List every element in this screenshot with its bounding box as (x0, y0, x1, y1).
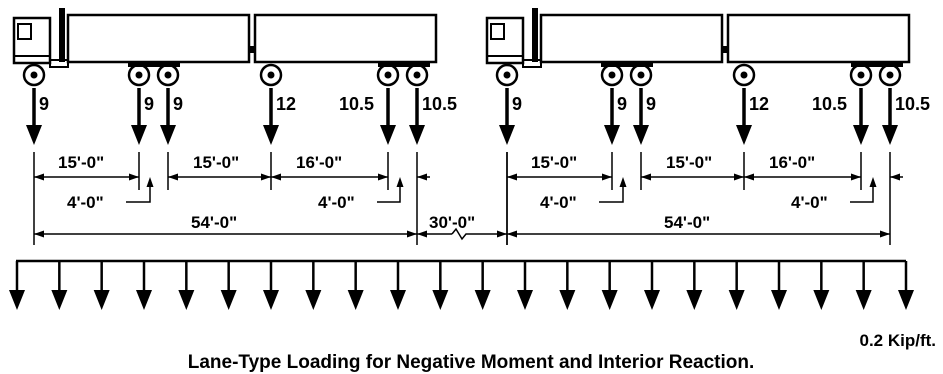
udl-arrow (136, 261, 152, 310)
dim-15ft-b: 15'-0" (666, 153, 712, 172)
axle-load-2: 9 (144, 94, 154, 114)
axle-load-4: 12 (749, 94, 769, 114)
axle-load-4: 12 (276, 94, 296, 114)
udl-arrow (771, 261, 787, 310)
udl-arrow (813, 261, 830, 310)
udl-arrow (220, 261, 237, 310)
diagram-title: Lane-Type Loading for Negative Moment an… (188, 352, 755, 373)
dim-54ft: 54'-0" (664, 213, 710, 232)
udl-arrows (9, 261, 914, 310)
udl-arrow (686, 261, 703, 310)
udl-arrow (178, 261, 195, 310)
dim-54ft: 54'-0" (191, 213, 237, 232)
axle-load-6: 10.5 (422, 94, 457, 114)
dim-30ft: 30'-0" (429, 213, 475, 232)
udl-arrow (644, 261, 660, 310)
udl-arrow (728, 261, 745, 310)
udl-arrow (305, 261, 322, 310)
udl-arrow (474, 261, 491, 310)
dim-16ft: 16'-0" (296, 153, 342, 172)
gap-dimension: 30'-0" (417, 152, 508, 245)
axle-load-3: 9 (646, 94, 656, 114)
dim-4ft-a: 4'-0" (67, 193, 104, 212)
truck-train-1: 9 9 9 12 10.5 10.5 15'-0" 15'-0" 16'-0" … (12, 6, 457, 247)
dim-4ft-b: 4'-0" (318, 193, 355, 212)
axle-load-5: 10.5 (812, 94, 847, 114)
udl-arrow (93, 261, 110, 310)
udl-arrow (347, 261, 364, 310)
axle-load-3: 9 (173, 94, 183, 114)
dim-15ft-a: 15'-0" (531, 153, 577, 172)
axle-load-6: 10.5 (895, 94, 930, 114)
udl-arrow (898, 261, 914, 310)
dim-16ft: 16'-0" (769, 153, 815, 172)
udl-arrow (51, 261, 68, 310)
udl-arrow (390, 261, 406, 310)
udl-arrow (517, 261, 533, 310)
truck-train-2: 9 9 9 12 10.5 10.5 15'-0" 15'-0" 16'-0" … (485, 6, 930, 247)
udl-arrow (263, 261, 279, 310)
udl-arrow (601, 261, 618, 310)
axle-load-5: 10.5 (339, 94, 374, 114)
axle-load-1: 9 (512, 94, 522, 114)
udl-arrow (9, 261, 25, 310)
dim-4ft-a: 4'-0" (540, 193, 577, 212)
axle-load-2: 9 (617, 94, 627, 114)
dim-15ft-a: 15'-0" (58, 153, 104, 172)
dim-15ft-b: 15'-0" (193, 153, 239, 172)
axle-load-1: 9 (39, 94, 49, 114)
uniform-load-label: 0.2 Kip/ft. (859, 331, 936, 350)
udl-arrow (559, 261, 576, 310)
udl-arrow (432, 261, 449, 310)
dim-4ft-b: 4'-0" (791, 193, 828, 212)
uniform-lane-load (9, 259, 914, 310)
udl-arrow (855, 261, 872, 310)
